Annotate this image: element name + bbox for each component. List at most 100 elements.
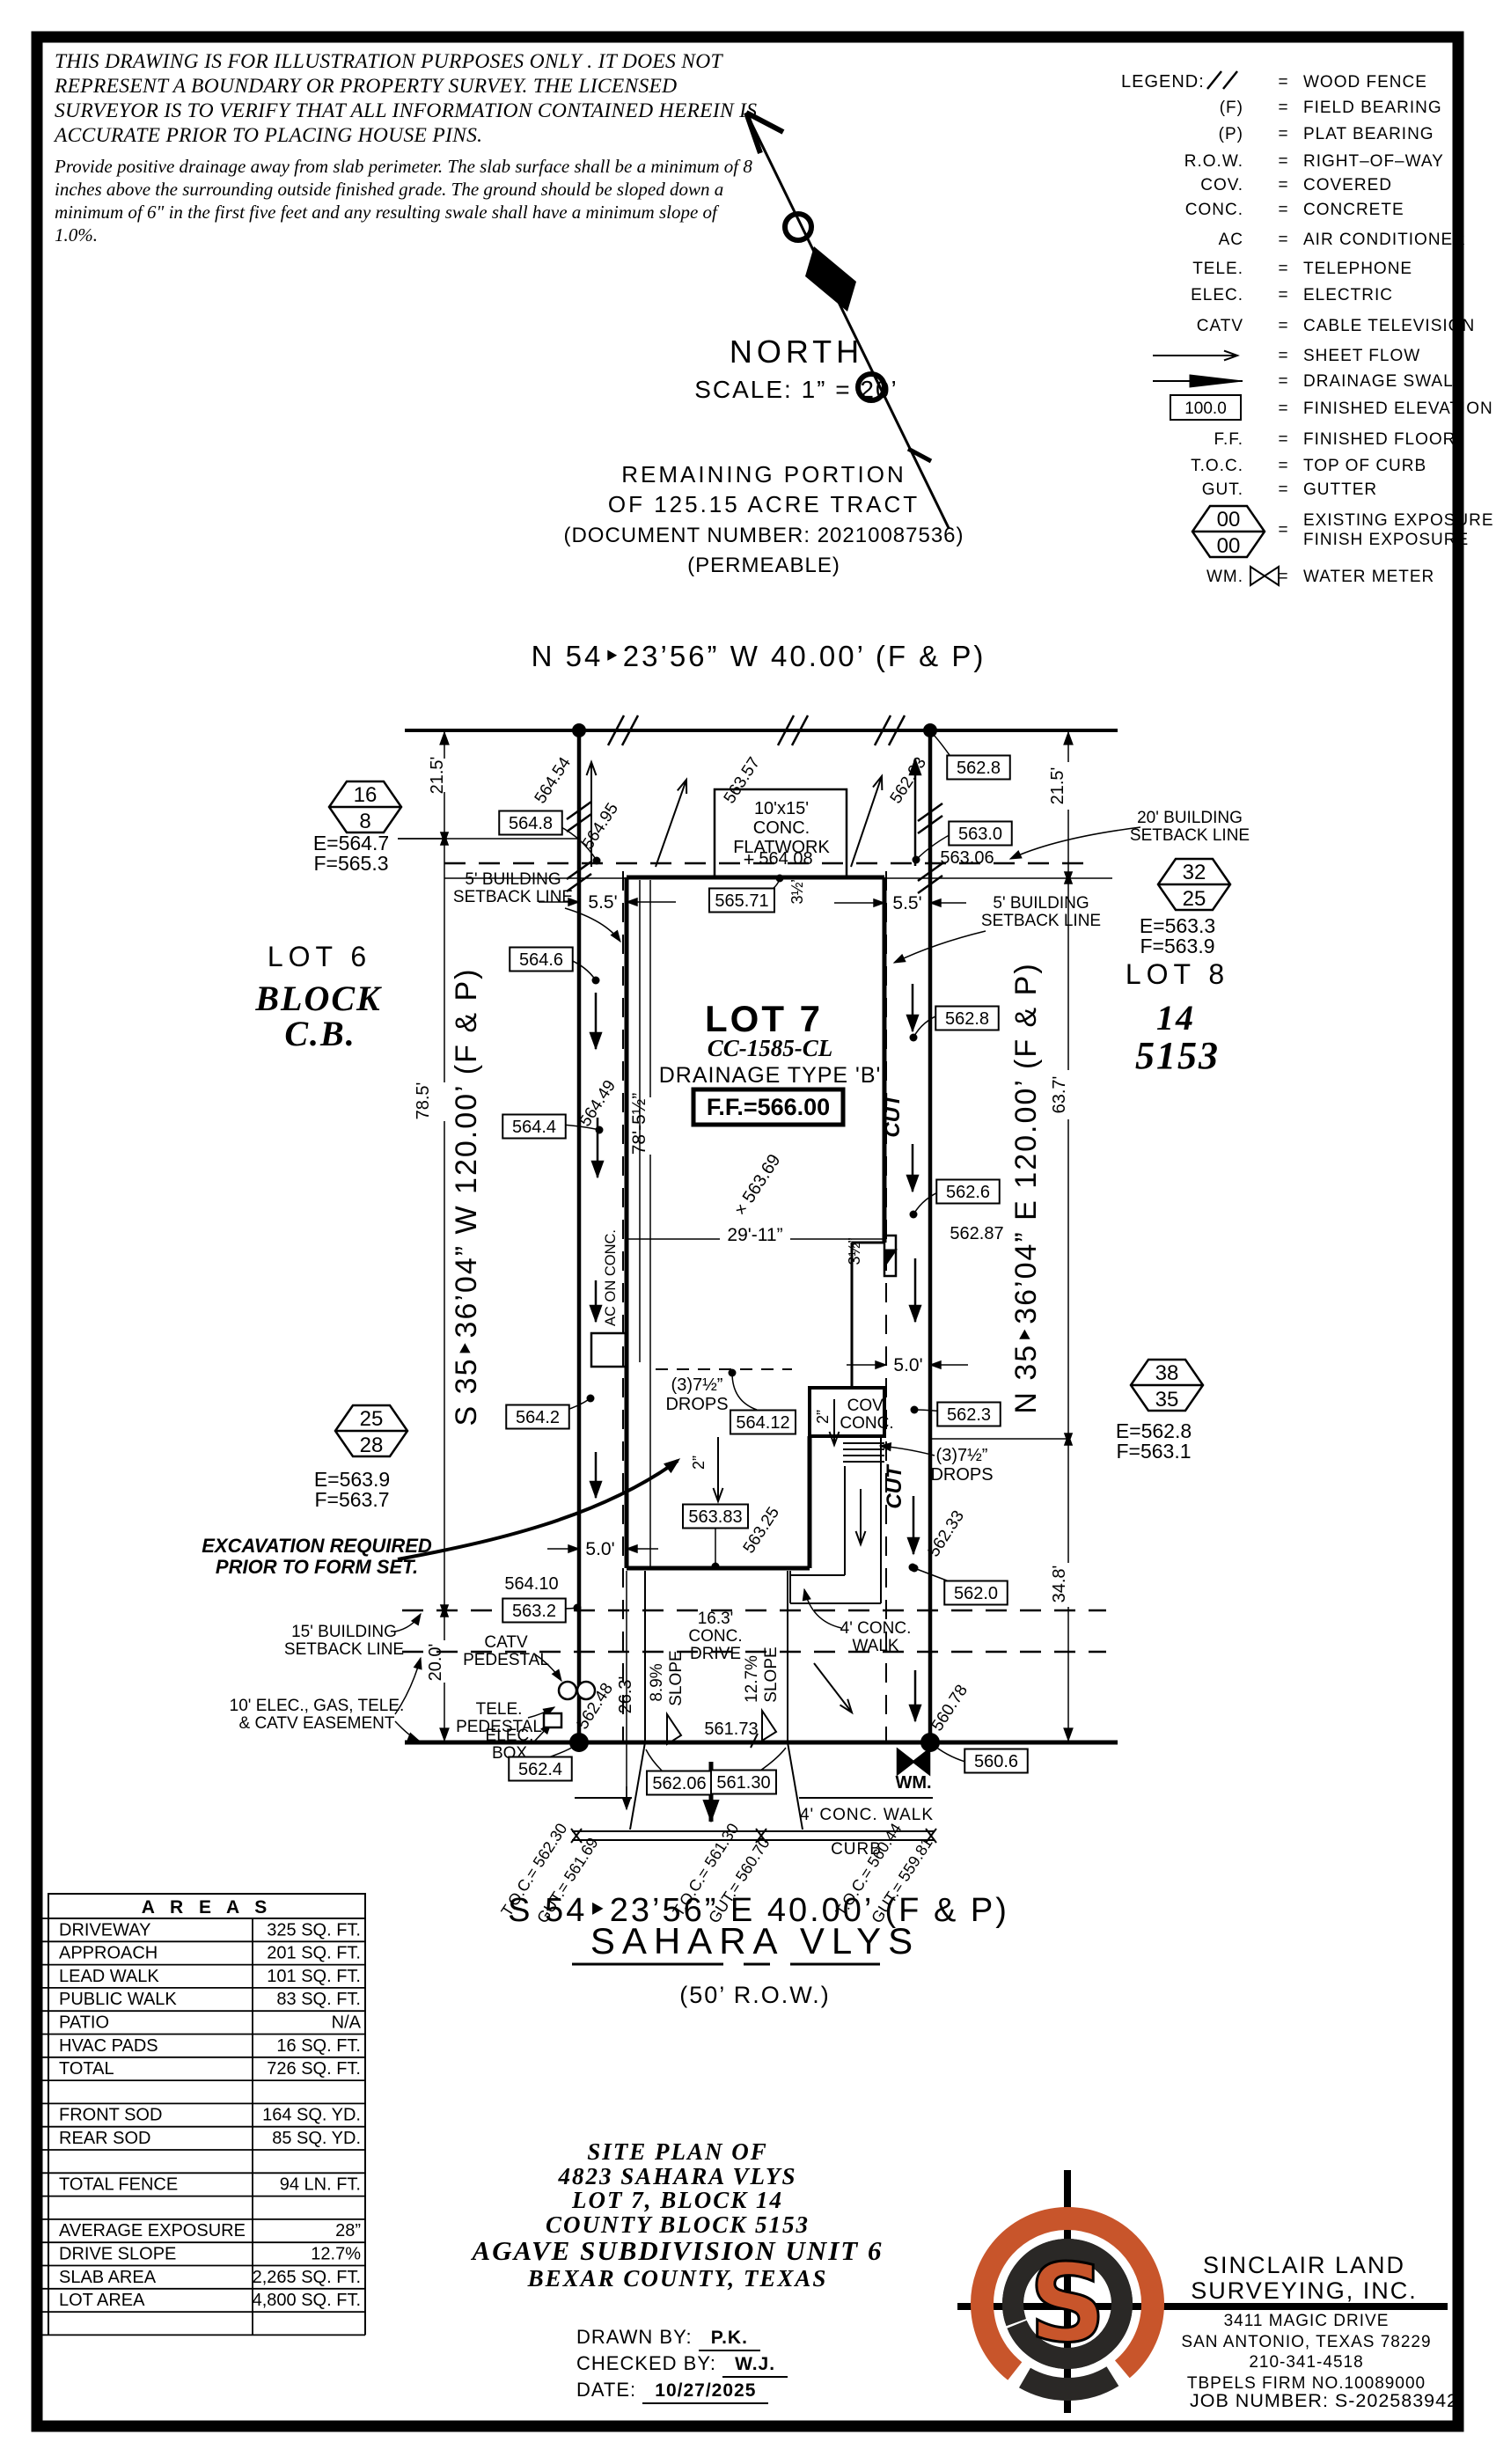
arrow-head <box>712 1487 724 1504</box>
arrow-head <box>610 929 621 943</box>
arrow-head <box>621 1798 632 1811</box>
plat-label: 16.3' <box>698 1610 734 1628</box>
areas-row-label: TOTAL <box>59 2059 114 2079</box>
drawn-by-block: DRAWN BY: P.K. CHECKED BY: W.J. DATE: 10… <box>576 2325 867 2404</box>
areas-row-value: 85 SQ. YD. <box>272 2129 361 2148</box>
plat-label: 5' BUILDING <box>993 894 1089 913</box>
arrow-head <box>551 1668 562 1683</box>
plat-label: 26.3' <box>616 1676 635 1714</box>
logo-ring <box>1002 2239 1133 2369</box>
boxed-elevation-value: 562.3 <box>947 1405 991 1425</box>
title-block: SITE PLAN OF 4823 SAHARA VLYS LOT 7, BLO… <box>458 2138 898 2292</box>
surveyor-firm: TBPELS FIRM NO.10089000 <box>1186 2373 1426 2393</box>
boxed-elevation-value: 562.8 <box>945 1009 989 1029</box>
legend-desc: FINISH EXPOSURE <box>1303 531 1469 549</box>
wood-fence-mark <box>566 860 592 893</box>
plat-label: CURB <box>831 1840 882 1859</box>
plat-label: CONC. <box>753 818 810 838</box>
plat-label: 14 <box>1156 998 1195 1038</box>
plat-label: E=563.3 <box>1140 914 1215 937</box>
elevation-box <box>948 820 1013 847</box>
north-label: NORTH <box>730 334 863 370</box>
plat-label: COV. <box>847 1397 887 1415</box>
exposure-hexagon <box>1156 857 1232 912</box>
arrow-head <box>568 1544 581 1554</box>
legend-equals: = <box>1278 317 1287 335</box>
areas-row-value: 83 SQ. FT. <box>276 1990 361 2009</box>
arrow-head <box>413 1656 422 1670</box>
legend-title: LEGEND: <box>1121 72 1205 92</box>
plat-label: 3½” <box>846 1237 863 1265</box>
arrow-head <box>1008 849 1023 860</box>
plat-path <box>925 1828 937 1844</box>
legend-abbr: AC <box>1219 231 1243 249</box>
date-label: DATE: <box>576 2379 637 2401</box>
areas-row-label: SLAB AREA <box>59 2268 157 2287</box>
hexagon-existing-exposure: 38 <box>1155 1361 1179 1385</box>
arrow-head <box>702 1800 720 1823</box>
legend-desc: PLAT BEARING <box>1303 125 1434 143</box>
title-line: COUNTY BLOCK 5153 <box>545 2211 810 2238</box>
arrow-head <box>439 730 450 745</box>
north-arrow-icon <box>744 110 950 529</box>
arrow-head <box>439 1604 450 1617</box>
areas-table-title: A R E A S <box>142 1897 273 1918</box>
plat-label: LOT 7 <box>705 998 823 1039</box>
plat-path <box>570 1828 583 1844</box>
title-line: SITE PLAN OF <box>587 2138 768 2165</box>
arrow-head <box>677 777 688 795</box>
legend-equals: = <box>1278 347 1287 365</box>
legend-equals: = <box>1278 457 1287 475</box>
elevation-box <box>946 754 1011 781</box>
elevation-box <box>502 1597 567 1624</box>
plat-label: 564.10 <box>504 1574 558 1594</box>
legend-abbr: TELE. <box>1192 260 1243 278</box>
legend-abbr: CATV <box>1197 317 1243 335</box>
legend-desc: TOP OF CURB <box>1303 457 1426 475</box>
legend-elevation-value: 100.0 <box>1184 400 1227 418</box>
arrow-head <box>407 1732 421 1742</box>
legend-abbr: WM. <box>1206 568 1243 586</box>
legend-equals: = <box>1278 152 1287 171</box>
plat-label: AC ON CONC. <box>603 1229 619 1326</box>
arrow-head <box>589 1480 603 1500</box>
leader-line <box>645 1749 663 1771</box>
areas-row-value: 726 SQ. FT. <box>267 2059 361 2079</box>
plat-label: LOT 8 <box>1126 958 1229 990</box>
boxed-elevation-value: 564.2 <box>516 1408 560 1427</box>
disclaimer-note: THIS DRAWING IS FOR ILLUSTRATION PURPOSE… <box>55 49 759 246</box>
areas-row-label: REAR SOD <box>59 2129 150 2148</box>
plat-label: EXCAVATION REQUIRED <box>202 1535 432 1557</box>
corner-dot <box>711 1562 720 1571</box>
plat-label: 21.5' <box>428 757 447 795</box>
boxed-elevation-value: 564.4 <box>512 1118 556 1137</box>
elevation-box <box>964 1748 1029 1774</box>
plat-label: 564.54 <box>532 754 575 808</box>
plat-label: WALK <box>852 1637 898 1655</box>
wood-fence-mark <box>776 715 810 746</box>
legend-abbr: ELEC. <box>1191 286 1243 304</box>
legend-desc: SHEET FLOW <box>1303 347 1420 365</box>
legend-equals: = <box>1278 231 1287 249</box>
plat-label: PEDESTAL <box>463 1651 549 1669</box>
leader-dot <box>592 856 601 865</box>
surveyor-name-line2: SURVEYING, INC. <box>1191 2277 1418 2304</box>
logo-letter-s: S <box>1029 2241 1106 2366</box>
areas-row-label: TOTAL FENCE <box>59 2175 178 2195</box>
boxed-elevation-value: 561.30 <box>716 1773 770 1793</box>
hexagon-finish-exposure: 28 <box>360 1434 384 1457</box>
checked-by-label: CHECKED BY: <box>576 2352 716 2374</box>
arrow-head <box>625 1544 638 1554</box>
areas-row-label: PUBLIC WALK <box>59 1990 177 2009</box>
date-value: 10/27/2025 <box>642 2379 769 2404</box>
plat-label: SETBACK LINE <box>1130 826 1250 845</box>
plat-label: + <box>744 848 755 870</box>
flow-arrow <box>850 775 883 868</box>
boxed-elevation-value: 562.0 <box>954 1584 998 1603</box>
legend-abbr: CONC. <box>1185 201 1243 219</box>
elec-box-symbol <box>542 1712 563 1729</box>
remaining-tract-doc: (DOCUMENT NUMBER: 20210087536) <box>563 524 964 547</box>
plat-label: 12.7% <box>743 1655 761 1703</box>
legend-abbr: F.F. <box>1214 430 1243 449</box>
legend-desc: WATER METER <box>1303 568 1434 586</box>
